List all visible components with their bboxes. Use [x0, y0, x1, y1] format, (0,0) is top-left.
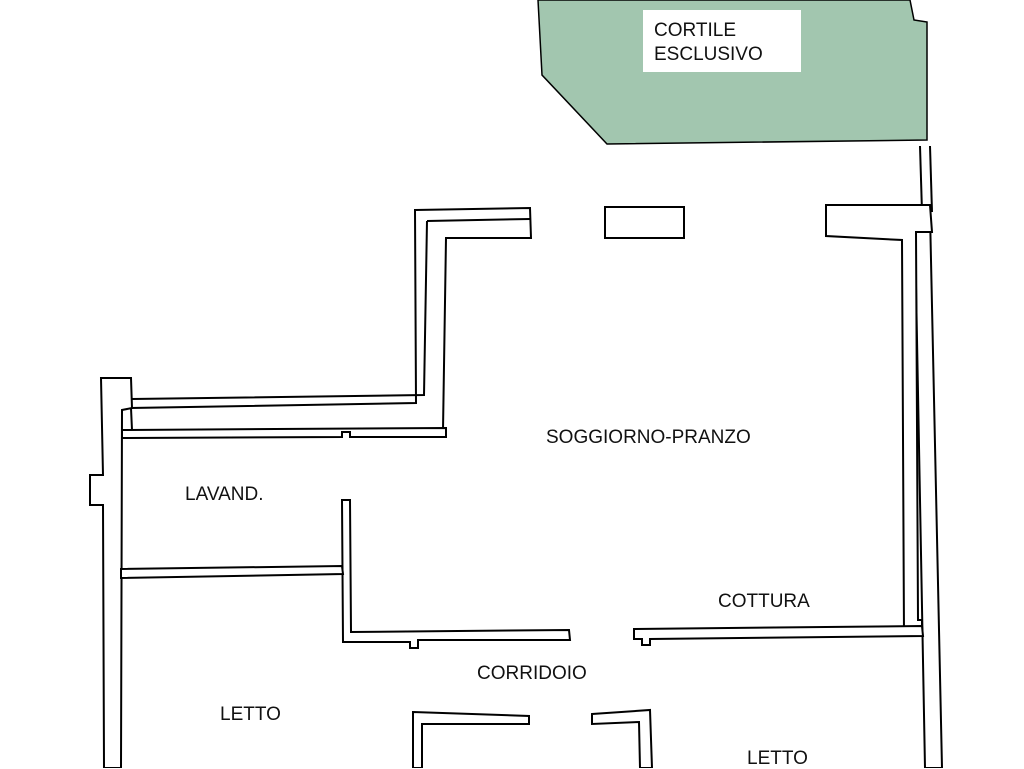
cortile-label: CORTILE ESCLUSIVO — [643, 10, 801, 72]
room-label-letto-left: LETTO — [220, 704, 281, 725]
living-laundry-wall — [121, 426, 447, 440]
top-wall-window-pier — [604, 206, 685, 239]
cortile-label-line1: CORTILE — [654, 20, 737, 41]
kitchen-bedroom-wall — [633, 624, 925, 646]
room-label-lavanderia: LAVAND. — [185, 484, 264, 505]
room-label-letto-right: LETTO — [747, 748, 808, 769]
laundry-bedroom-wall — [120, 564, 345, 580]
cortile-area — [537, 0, 928, 145]
top-wall-right — [825, 204, 934, 636]
cortile-label-line2: ESCLUSIVO — [654, 44, 763, 65]
left-outer-wall — [89, 377, 134, 768]
right-bedroom-wall — [591, 708, 654, 768]
room-label-cottura: COTTURA — [718, 591, 810, 612]
left-bedroom-wall — [412, 710, 530, 768]
right-outer-wall — [913, 145, 944, 768]
room-label-corridoio: CORRIDOIO — [477, 663, 587, 684]
laundry-partition-wall — [340, 499, 572, 649]
room-label-soggiorno: SOGGIORNO-PRANZO — [546, 427, 751, 448]
